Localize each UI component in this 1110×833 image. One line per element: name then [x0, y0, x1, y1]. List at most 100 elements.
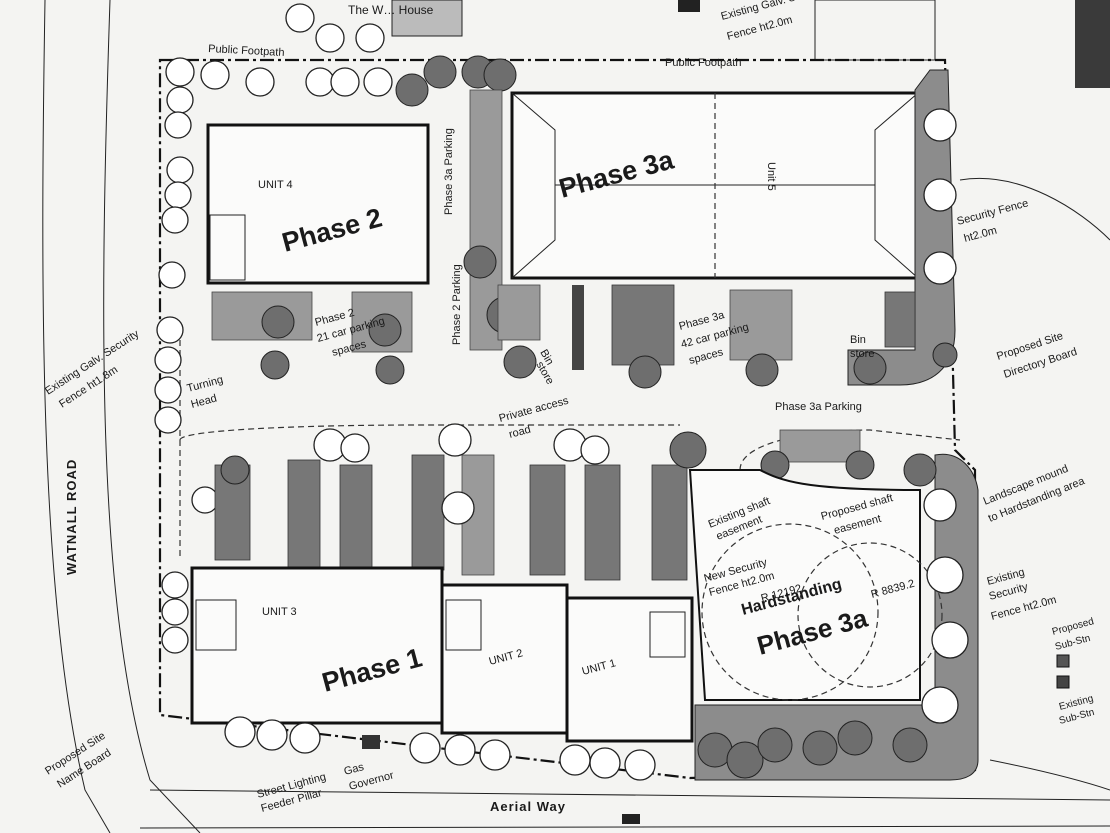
- existing-substation-marker: [1056, 675, 1070, 689]
- tree: [423, 55, 457, 89]
- unit-1-office: [649, 611, 686, 658]
- tree: [409, 732, 441, 764]
- tree: [161, 571, 189, 599]
- tree: [483, 58, 517, 92]
- tree: [355, 23, 385, 53]
- unit-2-office: [445, 599, 482, 651]
- parking-bay-group: [287, 459, 321, 571]
- aerial-way-edge-top: [149, 789, 1110, 801]
- label-aerial-way: Aerial Way: [490, 799, 566, 814]
- tree: [395, 73, 429, 107]
- tree: [256, 719, 288, 751]
- label-unit-4: UNIT 4: [258, 179, 293, 191]
- label-private-access-2: road: [508, 424, 532, 441]
- offsite-plot-top-right: [814, 0, 936, 61]
- tree: [932, 342, 958, 368]
- tree: [669, 431, 707, 469]
- tree: [903, 453, 937, 487]
- tree-row-north: [165, 3, 517, 107]
- bin-store-structure: [572, 285, 584, 370]
- tree: [154, 376, 182, 404]
- aerial-way-edge-bottom: [139, 825, 1110, 829]
- label-phase-3a-parking-vertical: Phase 3a Parking: [443, 128, 455, 215]
- offsite-building: [1075, 0, 1110, 88]
- gas-governor-box: [362, 735, 380, 749]
- parking-bay-group: [411, 454, 445, 571]
- tree: [161, 206, 189, 234]
- parking-bay-group: [651, 464, 688, 581]
- parking-bay-group: [611, 284, 675, 366]
- tree: [224, 716, 256, 748]
- tree: [463, 245, 497, 279]
- parking-bay-group: [729, 289, 793, 361]
- existing-shaft-easement-circle: [701, 523, 879, 701]
- tree: [200, 60, 230, 90]
- tree: [553, 428, 587, 462]
- tree: [926, 556, 964, 594]
- tree: [726, 741, 764, 779]
- unit-4-office: [209, 214, 246, 281]
- tree: [580, 435, 610, 465]
- tree: [892, 727, 928, 763]
- parking-bay-group: [497, 284, 541, 341]
- tree: [154, 346, 182, 374]
- tree-row-east: [697, 453, 969, 779]
- parking-bay-group: [529, 464, 566, 576]
- east-plot-edge: [989, 759, 1110, 791]
- tree: [923, 178, 957, 212]
- label-unit-5: Unit 5: [765, 162, 777, 191]
- tree: [166, 156, 194, 184]
- tree: [340, 433, 370, 463]
- tree: [923, 108, 957, 142]
- tree: [166, 86, 194, 114]
- tree: [158, 261, 186, 289]
- label-unit-3: UNIT 3: [262, 606, 297, 618]
- tree: [503, 345, 537, 379]
- label-bin-store-2: Bin: [850, 334, 866, 346]
- tree: [220, 455, 250, 485]
- tree: [154, 406, 182, 434]
- unit-3-office: [195, 599, 237, 651]
- tree: [289, 722, 321, 754]
- tree: [164, 111, 192, 139]
- unit-4-building: [206, 123, 430, 285]
- tree: [245, 67, 275, 97]
- entrance-marker: [622, 814, 640, 824]
- tree: [191, 486, 219, 514]
- watnall-road-edge-inner: [103, 0, 201, 833]
- tree: [368, 313, 402, 347]
- tree: [931, 621, 969, 659]
- tree: [802, 730, 838, 766]
- tree: [438, 423, 472, 457]
- label-bin-store-2b: store: [850, 348, 874, 360]
- tree: [444, 734, 476, 766]
- tree: [330, 67, 360, 97]
- label-phase-2-parking-vertical: Phase 2 Parking: [451, 264, 463, 345]
- phase-2-parking: [211, 291, 413, 385]
- tree: [285, 3, 315, 33]
- parking-bay-group: [339, 464, 373, 571]
- label-phase-3a-parking-small: Phase 3a Parking: [775, 401, 862, 413]
- unit-3-building: [190, 566, 444, 725]
- tree: [921, 686, 959, 724]
- tree: [363, 67, 393, 97]
- hardstanding-area: [688, 469, 921, 701]
- label-house: The W… House: [348, 3, 434, 17]
- proposed-substation-marker: [1056, 654, 1070, 668]
- tree: [260, 350, 290, 380]
- tree: [757, 727, 793, 763]
- phase-3a-parking: [463, 245, 916, 480]
- tree: [375, 355, 405, 385]
- tree: [624, 749, 656, 781]
- phase-1-parking: [214, 423, 707, 581]
- east-road-edge: [959, 178, 1110, 241]
- label-watnall-road: WATNALL ROAD: [64, 459, 79, 575]
- label-public-footpath-2: Public Footpath: [665, 57, 741, 69]
- tree: [479, 739, 511, 771]
- tree: [156, 316, 184, 344]
- private-road-edge: [179, 424, 680, 441]
- tree: [165, 57, 195, 87]
- tree: [853, 351, 887, 385]
- label-gas-1: Gas: [343, 761, 366, 778]
